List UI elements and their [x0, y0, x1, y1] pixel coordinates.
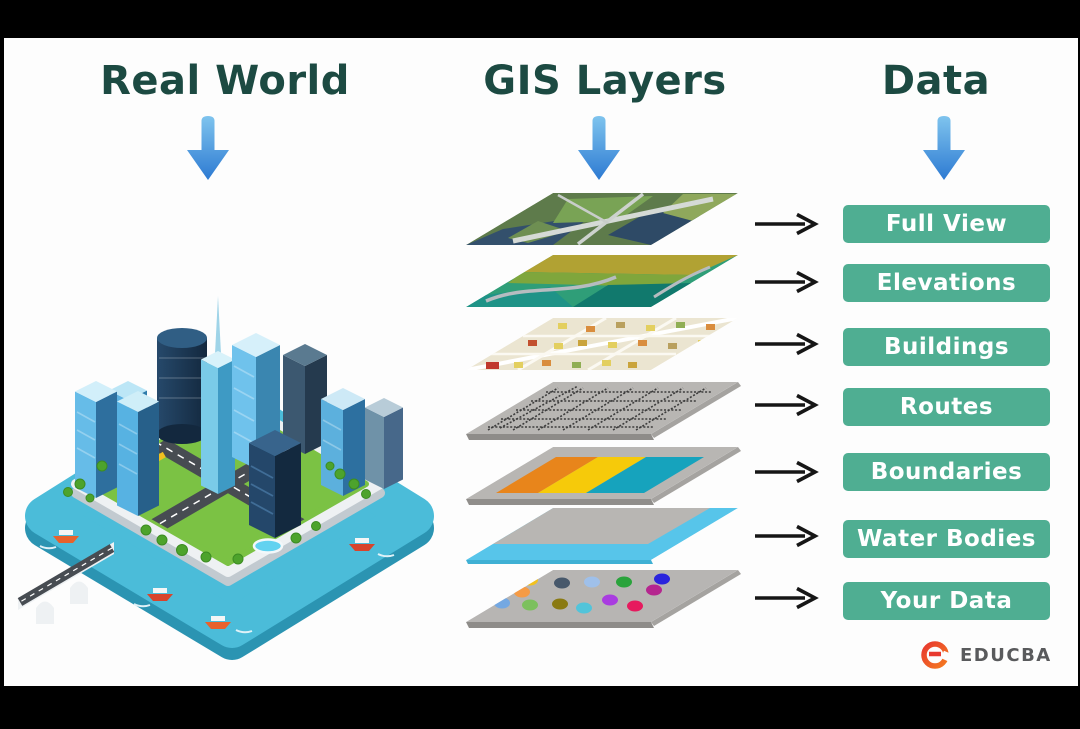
- educba-logo-icon: [921, 641, 952, 669]
- trees: [63, 460, 371, 565]
- arrow-right-icon: [755, 332, 819, 356]
- data-button-buildings[interactable]: Buildings: [843, 328, 1050, 366]
- arrow-right-icon: [755, 524, 819, 548]
- down-arrow-icon: [187, 116, 229, 180]
- educba-logo-text: EDUCBA: [960, 644, 1052, 666]
- arrow-right-icon: [755, 270, 819, 294]
- layer-data-points: [466, 570, 741, 628]
- buildings: [75, 296, 403, 538]
- heading-gis-layers: GIS Layers: [483, 58, 727, 104]
- infographic-canvas: Real World GIS Layers Data: [4, 38, 1078, 686]
- layer-boundaries: [466, 447, 741, 505]
- arrow-right-icon: [755, 586, 819, 610]
- layer-water-bodies: [466, 508, 738, 564]
- boats: [39, 530, 395, 634]
- layer-routes-grid: [466, 382, 741, 440]
- arrow-right-icon: [755, 460, 819, 484]
- data-button-full-view[interactable]: Full View: [843, 205, 1050, 243]
- pool: [252, 538, 284, 554]
- data-button-your-data[interactable]: Your Data: [843, 582, 1050, 620]
- data-button-boundaries[interactable]: Boundaries: [843, 453, 1050, 491]
- data-button-water-bodies[interactable]: Water Bodies: [843, 520, 1050, 558]
- heading-data: Data: [881, 58, 991, 104]
- data-button-elevations[interactable]: Elevations: [843, 264, 1050, 302]
- gis-layers-stack: [466, 193, 741, 628]
- down-arrow-icon: [578, 116, 620, 180]
- arrow-right-icon: [755, 212, 819, 236]
- bridge: [17, 542, 115, 624]
- city-illustration: [17, 296, 434, 660]
- layer-buildings: [466, 318, 738, 370]
- layer-elevation-terrain: [466, 255, 738, 307]
- layer-satellite-imagery: [466, 193, 738, 245]
- down-arrow-icon: [923, 116, 965, 180]
- data-button-routes[interactable]: Routes: [843, 388, 1050, 426]
- heading-real-world: Real World: [100, 58, 350, 104]
- arrow-right-icon: [755, 393, 819, 417]
- educba-logo: EDUCBA: [918, 638, 1052, 672]
